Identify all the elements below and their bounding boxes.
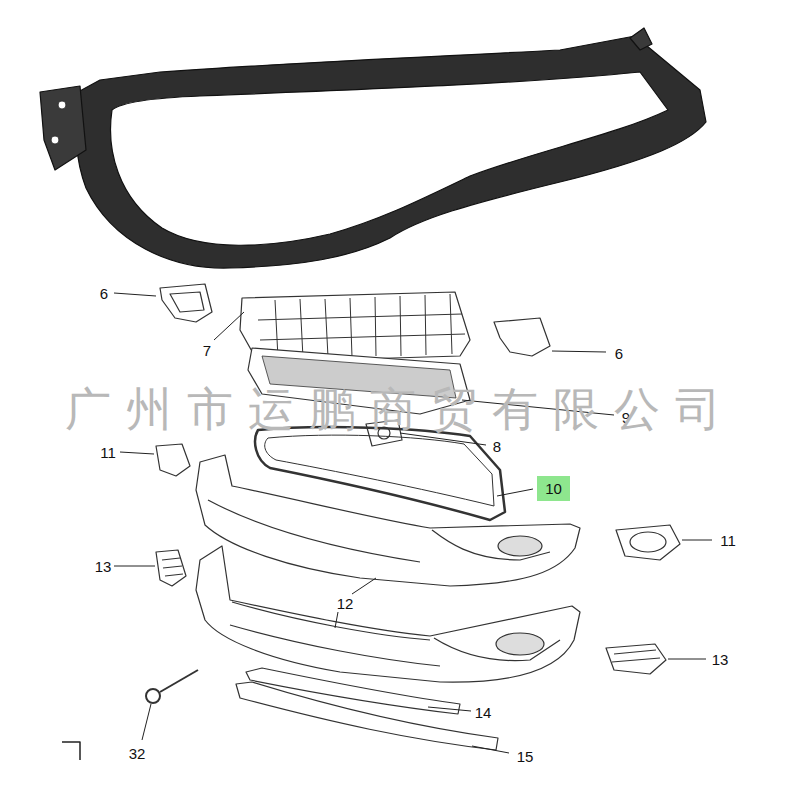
watermark: 广州市运鹏商贸有限公司: [65, 386, 736, 432]
callout-number: 11: [100, 445, 116, 460]
callout-number: 10: [545, 481, 562, 496]
callout-number: 13: [95, 559, 112, 574]
callout-number: 12: [337, 596, 354, 611]
callout-number: 8: [493, 439, 501, 454]
highlighted-callout: 10: [537, 476, 570, 501]
callout-number: 15: [517, 749, 534, 764]
leader-lines: [62, 293, 712, 760]
callout-number: 6: [615, 346, 623, 361]
callout-number: 11: [720, 533, 736, 548]
callout-number: 32: [129, 746, 146, 761]
callout-number: 13: [712, 652, 729, 667]
frame-bracket: [40, 86, 86, 170]
frame-tab: [630, 28, 652, 50]
callout-number: 6: [100, 286, 108, 301]
callout-number: 7: [203, 343, 211, 358]
callout-number: 14: [475, 705, 492, 720]
grille-frame: [75, 36, 706, 268]
